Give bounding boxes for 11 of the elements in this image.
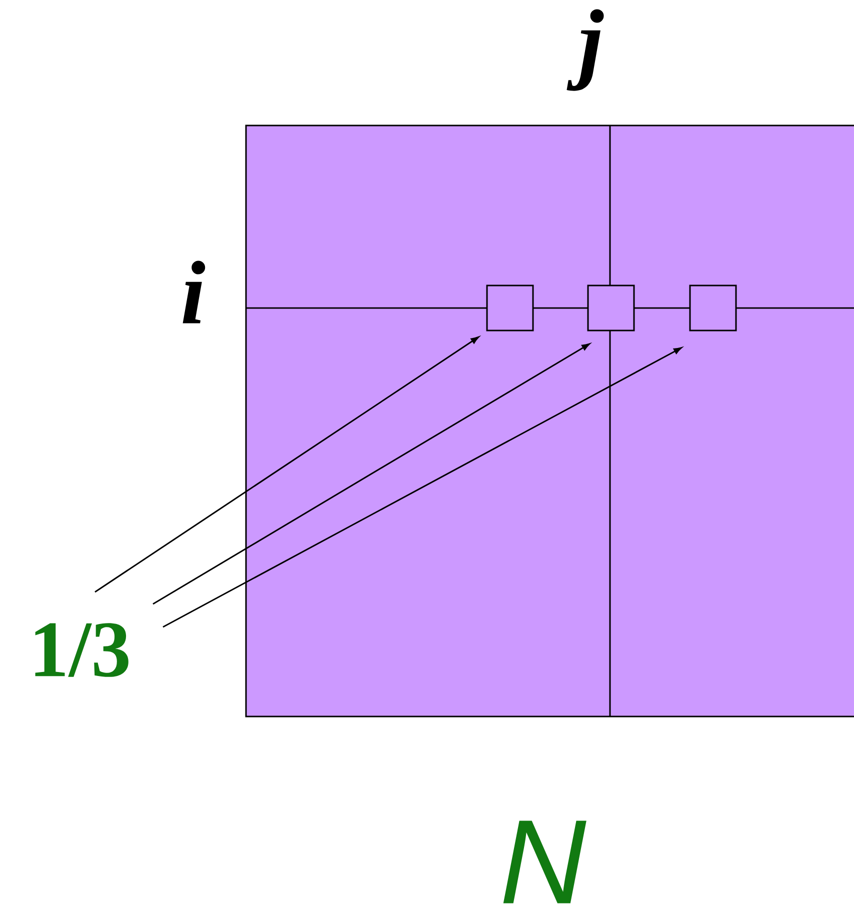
fraction-label: 1/3: [35, 623, 128, 677]
size-label: N: [503, 820, 586, 904]
arrow: [94, 336, 479, 593]
arrow: [162, 347, 682, 628]
matrix-cell: [587, 284, 635, 332]
matrix-cell: [486, 284, 534, 332]
matrix-square: [245, 124, 854, 718]
matrix-cell: [689, 284, 737, 332]
index-label: j: [566, 9, 604, 91]
index-label: i: [182, 260, 206, 324]
arrow: [152, 343, 590, 605]
